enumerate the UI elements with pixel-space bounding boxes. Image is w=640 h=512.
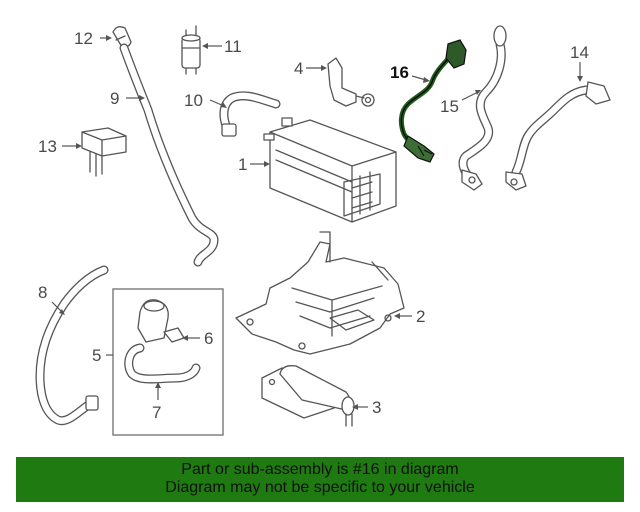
callout-1: 1 — [238, 155, 247, 174]
callout-7: 7 — [152, 403, 161, 422]
banner-line-2: Diagram may not be specific to your vehi… — [165, 479, 475, 496]
part-15-oxygen-sensor — [458, 25, 507, 191]
callout-4: 4 — [294, 59, 303, 78]
callout-9: 9 — [110, 89, 119, 108]
callout-14: 14 — [570, 43, 589, 62]
part-3-filter — [261, 365, 355, 427]
callout-15: 15 — [440, 97, 459, 116]
parts-diagram: 12 11 9 10 4 13 1 16 15 14 2 3 8 5 6 7 — [35, 25, 611, 436]
callout-13: 13 — [38, 137, 57, 156]
callout-3: 3 — [372, 398, 381, 417]
part-13-solenoid — [81, 127, 127, 177]
callout-2: 2 — [416, 307, 425, 326]
leader-lines — [51, 35, 583, 410]
part-8-hose — [35, 265, 109, 426]
banner-line-1: Part or sub-assembly is #16 in diagram — [181, 461, 459, 478]
info-banner: Part or sub-assembly is #16 in diagram D… — [16, 457, 624, 502]
part-5-assembly-box — [112, 288, 224, 436]
part-9-vent-hose — [119, 43, 219, 267]
part-16-oxygen-sensor — [398, 39, 467, 163]
part-6-valve — [137, 299, 185, 343]
part-7-hose — [124, 343, 201, 384]
part-1-canister — [263, 117, 397, 223]
callout-8: 8 — [38, 283, 47, 302]
callout-6: 6 — [204, 329, 213, 348]
callout-16: 16 — [390, 63, 409, 82]
callout-5: 5 — [92, 346, 101, 365]
callout-11: 11 — [224, 37, 242, 56]
part-4-bracket — [327, 57, 375, 107]
callout-10: 10 — [184, 91, 203, 110]
part-14-oxygen-sensor — [505, 81, 611, 191]
callout-12: 12 — [74, 29, 93, 48]
part-10-hose — [219, 91, 281, 137]
part-11-valve — [181, 25, 201, 75]
part-2-bracket — [235, 231, 405, 355]
